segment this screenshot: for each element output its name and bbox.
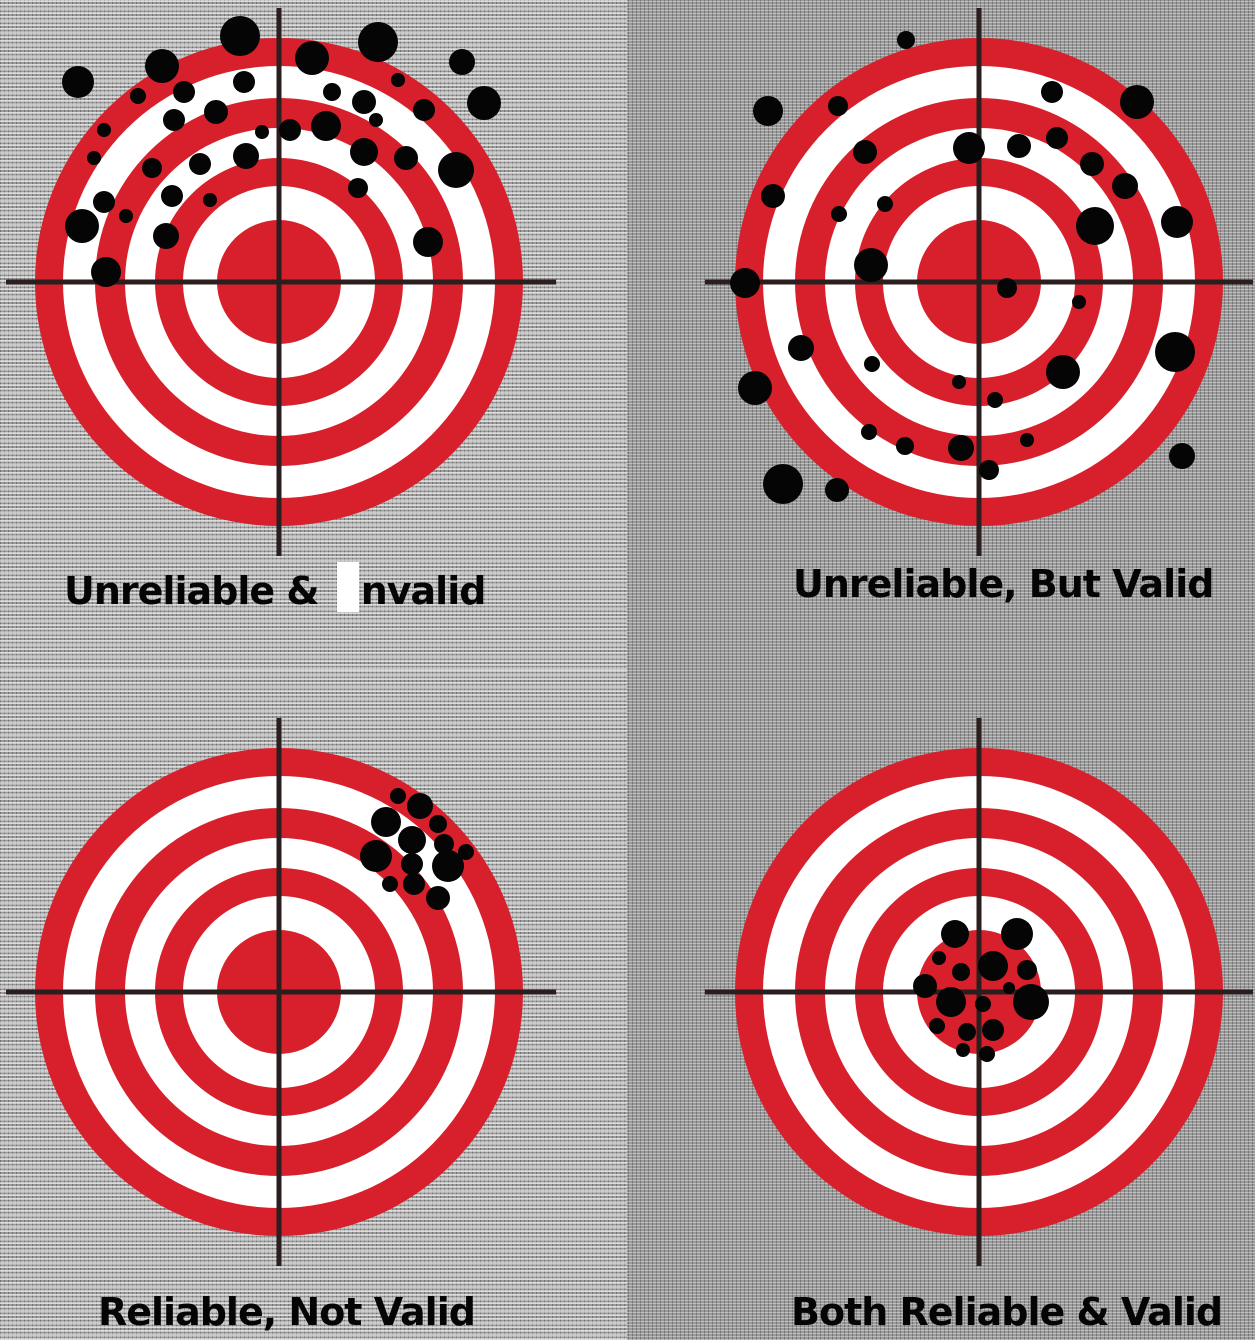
caption-reliable-valid: Both Reliable & Valid bbox=[791, 1290, 1222, 1334]
caption-highlight-box bbox=[337, 562, 359, 612]
caption-part-2: nvalid bbox=[361, 569, 486, 613]
panel-reliable-not-valid: Reliable, Not Valid bbox=[0, 670, 627, 1340]
crosshair bbox=[705, 718, 1253, 1266]
caption-unreliable-invalid: Unreliable & nvalid bbox=[64, 562, 485, 613]
panel-reliable-valid: Both Reliable & Valid bbox=[627, 670, 1254, 1340]
target-unreliable-invalid bbox=[0, 0, 627, 560]
target-unreliable-valid bbox=[627, 0, 1254, 560]
panel-unreliable-invalid: Unreliable & nvalid bbox=[0, 0, 627, 670]
crosshair bbox=[6, 718, 556, 1266]
caption-part-1: Unreliable & bbox=[64, 569, 331, 613]
caption-reliable-not-valid: Reliable, Not Valid bbox=[98, 1290, 475, 1334]
caption-unreliable-valid: Unreliable, But Valid bbox=[793, 562, 1213, 606]
target-reliable-valid bbox=[627, 670, 1254, 1230]
panel-unreliable-valid: Unreliable, But Valid bbox=[627, 0, 1254, 670]
target-reliable-not-valid bbox=[0, 670, 627, 1230]
